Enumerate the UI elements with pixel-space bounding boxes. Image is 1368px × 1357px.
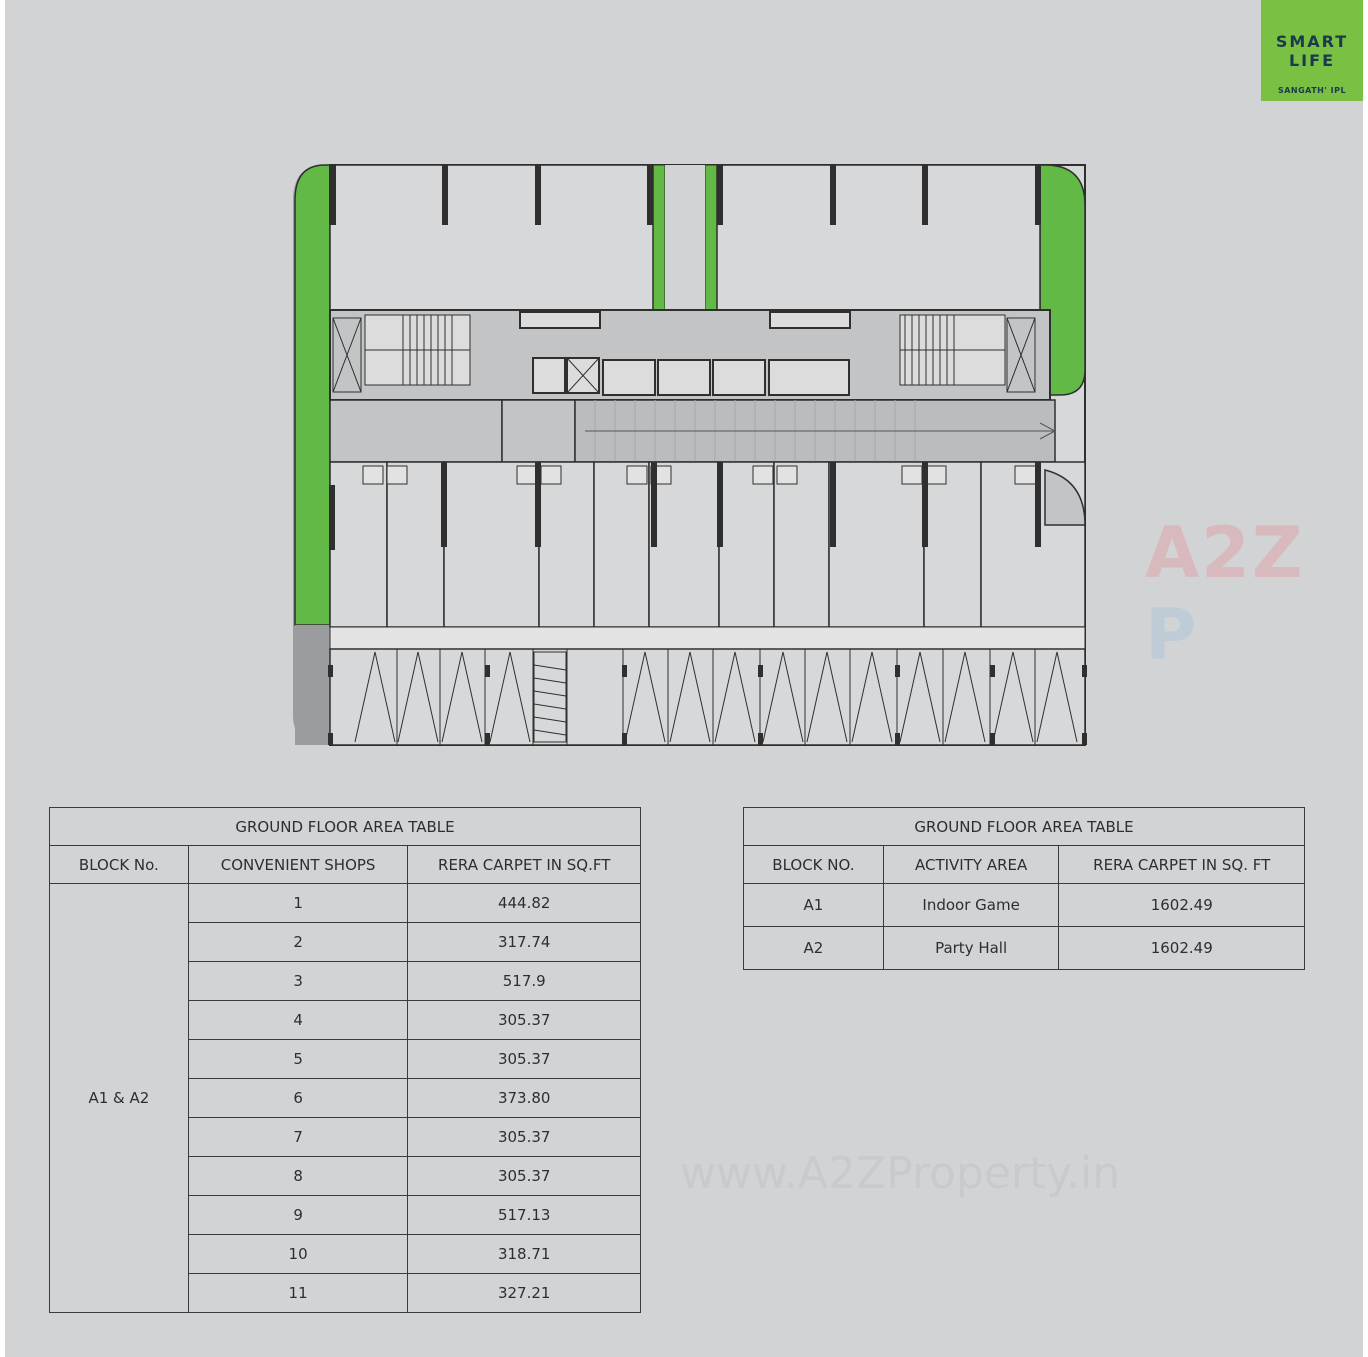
shops-table-title: GROUND FLOOR AREA TABLE — [49, 807, 641, 846]
activity-area: 1602.49 — [1058, 926, 1305, 970]
shop-number: 9 — [187, 1195, 409, 1235]
shop-area: 327.21 — [407, 1273, 641, 1313]
activity-name: Party Hall — [882, 926, 1060, 970]
shop-number: 8 — [187, 1156, 409, 1196]
activity-table-title: GROUND FLOOR AREA TABLE — [743, 807, 1305, 846]
shop-area: 305.37 — [407, 1039, 641, 1079]
parking-scooter-bays — [533, 651, 567, 743]
green-strip-center-left — [652, 164, 666, 311]
green-strip-left — [294, 164, 331, 626]
table-row: A2 Party Hall 1602.49 — [743, 926, 1305, 970]
shop-number: 7 — [187, 1117, 409, 1157]
ground-floor-plan — [293, 164, 1087, 746]
activity-area: 1602.49 — [1058, 883, 1305, 927]
shop-number: 10 — [187, 1234, 409, 1274]
green-strip-center-right — [704, 164, 718, 311]
watermark-a2z-text: A2Z — [1145, 512, 1305, 594]
watermark-p-text: P — [1145, 594, 1199, 676]
setback-strip — [329, 626, 1086, 650]
logo-line-2: LIFE — [1288, 51, 1335, 70]
shop-area: 373.80 — [407, 1078, 641, 1118]
hall-columns — [329, 165, 1041, 225]
shops-header-block: BLOCK No. — [49, 845, 189, 884]
activity-header-block: BLOCK NO. — [743, 845, 884, 884]
shop-number: 2 — [187, 922, 409, 962]
shop-area: 305.37 — [407, 1000, 641, 1040]
indoor-game-hall — [716, 164, 1041, 311]
activity-block: A2 — [743, 926, 884, 970]
central-gap — [665, 165, 705, 310]
activity-header-activity: ACTIVITY AREA — [882, 845, 1060, 884]
shop-area: 305.37 — [407, 1117, 641, 1157]
shop-number: 4 — [187, 1000, 409, 1040]
shop-number: 1 — [187, 883, 409, 923]
grey-strip-left — [295, 625, 330, 745]
activity-name: Indoor Game — [882, 883, 1060, 927]
shops-header-area: RERA CARPET IN SQ.FT — [407, 845, 641, 884]
meter-room-right — [501, 399, 576, 463]
staircase-right — [899, 314, 1036, 393]
activity-header-area: RERA CARPET IN SQ. FT — [1058, 845, 1305, 884]
shop-area: 517.9 — [407, 961, 641, 1001]
shops-block-cell: A1 & A2 — [49, 883, 189, 1313]
parking-columns — [328, 665, 1087, 745]
shops-header-shops: CONVENIENT SHOPS — [187, 845, 409, 884]
green-strip-right — [1039, 164, 1086, 396]
shop-area: 517.13 — [407, 1195, 641, 1235]
shop-area: 317.74 — [407, 922, 641, 962]
shop-number: 6 — [187, 1078, 409, 1118]
party-hall — [329, 164, 654, 311]
shop-number: 11 — [187, 1273, 409, 1313]
shops-area-table: GROUND FLOOR AREA TABLE BLOCK No. CONVEN… — [49, 807, 641, 1313]
activity-area-table: GROUND FLOOR AREA TABLE BLOCK NO. ACTIVI… — [743, 807, 1305, 970]
a2z-watermark-url: www.A2ZProperty.in — [680, 1148, 1121, 1199]
shop-number: 3 — [187, 961, 409, 1001]
shop-number: 5 — [187, 1039, 409, 1079]
a2z-watermark-logo: A2Z P — [1145, 512, 1363, 676]
logo-line-1: SMART — [1275, 32, 1349, 51]
activity-block: A1 — [743, 883, 884, 927]
table-row: A1 Indoor Game 1602.49 — [743, 883, 1305, 927]
shop-area: 305.37 — [407, 1156, 641, 1196]
shop-columns — [329, 462, 1041, 550]
meter-room-left — [329, 399, 503, 463]
corner-room — [1044, 469, 1086, 526]
shop-area: 318.71 — [407, 1234, 641, 1274]
logo-developer: SANGATH' IPL — [1277, 86, 1347, 95]
staircase-left — [332, 314, 471, 393]
table-row: A1 & A2 1 444.82 — [49, 883, 641, 1313]
shop-area: 444.82 — [407, 883, 641, 923]
